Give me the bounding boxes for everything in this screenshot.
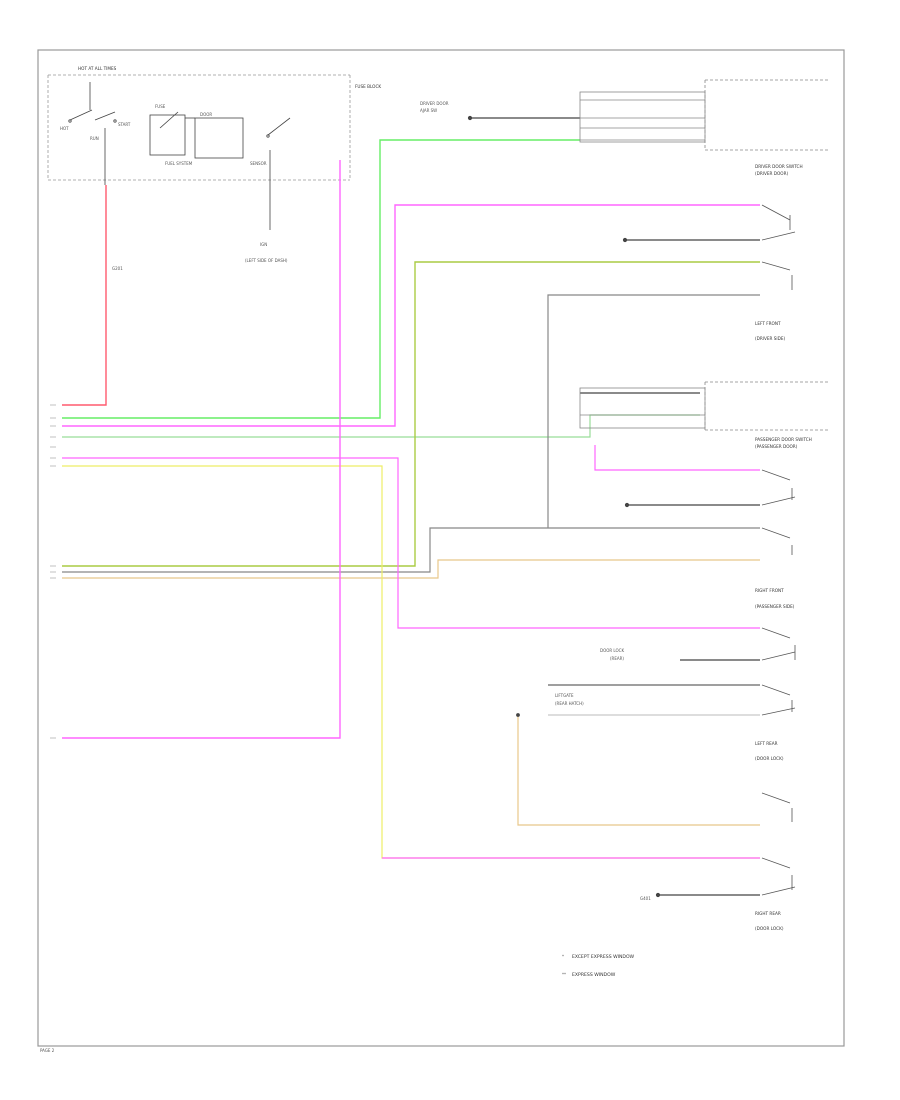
- liftgate-label: LIFTGATE: [555, 693, 574, 698]
- fuse-note-label: FUSE: [155, 104, 166, 109]
- ground-symbols: [467, 115, 661, 898]
- wire-grey-branch: [547, 294, 760, 528]
- driver-lamp-label: DRIVER DOOR: [420, 101, 449, 106]
- ground-label: G401: [640, 896, 651, 901]
- legend-marker-1: *: [562, 954, 564, 959]
- switch-text-b: RUN: [90, 136, 99, 141]
- driver-module-sub-label: (DRIVER DOOR): [755, 171, 788, 176]
- lf-sub-label: (DRIVER SIDE): [755, 336, 786, 341]
- wire-red: [62, 185, 107, 406]
- fuse-block-label: FUSE BLOCK: [355, 84, 381, 89]
- wire-green: [62, 139, 580, 419]
- ignition-note-label: (LEFT SIDE OF DASH): [245, 258, 288, 263]
- lr-sub-label: (DOOR LOCK): [755, 756, 784, 761]
- lr-label: LEFT REAR: [755, 741, 778, 746]
- fuse-block-outline: [47, 74, 351, 181]
- ground-top-label: G201: [112, 266, 123, 271]
- fuse-door-label: DOOR: [200, 112, 212, 117]
- passenger-module-label: PASSENGER DOOR SWITCH: [755, 437, 812, 442]
- driver-module-label: DRIVER DOOR SWITCH: [755, 164, 803, 169]
- liftgate-sub-label: (REAR HATCH): [555, 701, 584, 706]
- wire-tan: [62, 559, 760, 579]
- switch-text-a: HOT: [60, 126, 69, 131]
- switch-text-c: START: [118, 122, 131, 127]
- diagram-frame: [37, 49, 845, 1047]
- sensor-note-label: SENSOR: [250, 161, 267, 166]
- wire-olive: [62, 261, 760, 567]
- legend-item-2: EXPRESS WINDOW: [572, 972, 616, 978]
- lf-label: LEFT FRONT: [755, 321, 781, 326]
- wire-tan-rear: [517, 715, 760, 826]
- wire-pink-lower: [62, 457, 760, 629]
- passenger-door-switch-module: [579, 381, 830, 431]
- wire-yellow: [62, 465, 760, 859]
- legend-item-1: EXCEPT EXPRESS WINDOW: [572, 954, 635, 960]
- ignition-label: IGN: [260, 242, 267, 247]
- driver-door-switch-module: [579, 79, 830, 151]
- wire-pink-long: [62, 160, 341, 739]
- hot-at-all-times-label: HOT AT ALL TIMES: [78, 66, 117, 71]
- rf-sub-label: (PASSENGER SIDE): [755, 604, 795, 609]
- wire-grey: [62, 527, 760, 573]
- rr-label: RIGHT REAR: [755, 911, 781, 916]
- page-marker: PAGE 2: [40, 1048, 55, 1053]
- rear-lock-sub-label: (REAR): [610, 656, 624, 661]
- rear-lock-label: DOOR LOCK: [600, 648, 624, 653]
- legend-marker-2: **: [562, 972, 566, 977]
- ignition-switch: [68, 82, 117, 185]
- rf-label: RIGHT FRONT: [755, 588, 784, 593]
- fuse-relay-switch: [149, 111, 244, 159]
- lock-switch-symbols: [761, 204, 796, 896]
- sensor-switch: [266, 117, 291, 230]
- wire-pink-upper: [62, 204, 760, 427]
- left-connector-pins: [50, 404, 56, 739]
- rr-sub-label: (DOOR LOCK): [755, 926, 784, 931]
- fuse-fuel-label: FUEL SYSTEM: [165, 161, 193, 166]
- driver-lamp-sub-label: AJAR SW: [420, 108, 437, 113]
- wire-pink-passenger: [594, 445, 760, 471]
- passenger-module-sub-label: (PASSENGER DOOR): [755, 444, 798, 449]
